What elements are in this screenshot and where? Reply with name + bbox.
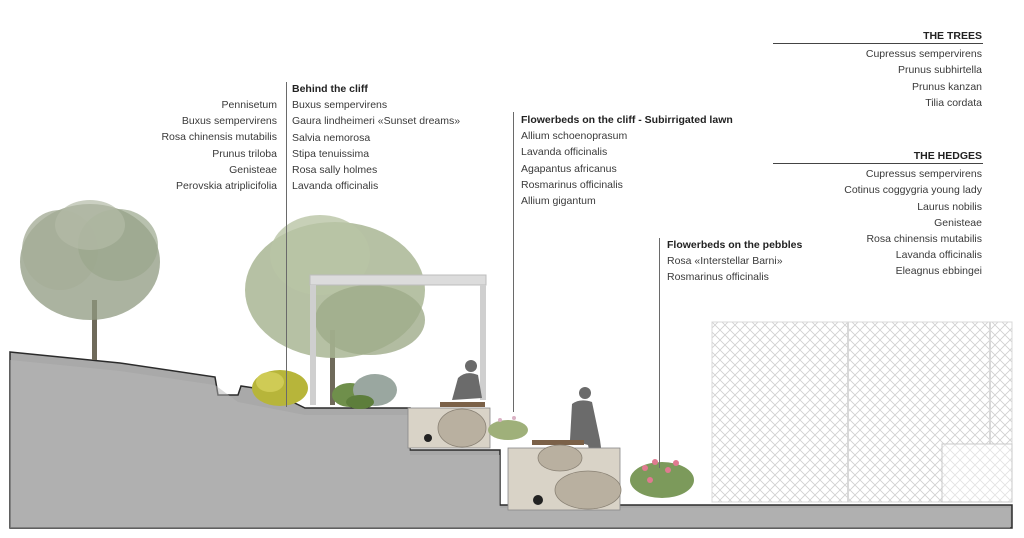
pergola [309,274,487,405]
list-item: Buxus sempervirens [292,99,388,112]
list-item: Tilia cordata [925,96,982,109]
list-item: Allium gigantum [521,195,596,208]
list-item: Rosa chinensis mutabilis [161,131,277,144]
list-item: Genisteae [229,163,277,176]
trees-rule [773,43,983,44]
hedges-group: THE HEDGES Cupressus sempervirens Cotinu… [844,148,982,280]
list-item: Genisteae [934,216,982,229]
list-item: Allium schoenoprasum [521,130,628,143]
rose-bush [630,459,694,498]
list-item: Laurus nobilis [917,200,982,213]
list-item: Eleagnus ebbingei [895,265,982,278]
leader-line-flowerbeds-cliff [513,112,514,412]
seated-person-1 [440,360,485,407]
list-item: Pennisetum [221,99,277,111]
green-tree [245,215,425,405]
yellow-shrub [252,370,308,406]
list-item: Salvia nemorosa [292,131,371,144]
leader-line-pebbles [659,238,660,468]
list-item: Prunus subhirtella [897,64,982,77]
trees-group: THE TREES Cupressus sempervirens Prunus … [866,28,982,111]
list-item: Agapantus africanus [521,162,617,175]
list-item: Lavanda officinalis [521,146,608,159]
flowerbeds-cliff-title: Flowerbeds on the cliff - Subirrigated l… [521,114,733,126]
list-item: Rosmarinus officinalis [667,271,769,284]
list-item: Perovskia atriplicifolia [176,180,277,193]
fence-wall [711,321,1013,503]
list-item: Cotinus coggygria young lady [844,184,982,197]
list-item: Buxus sempervirens [181,115,277,128]
list-item: Cupressus sempervirens [865,48,982,61]
behind-cliff-title: Behind the cliff [292,83,368,95]
list-item: Rosmarinus officinalis [521,178,623,191]
list-item: Prunus kanzan [911,80,982,93]
hedges-title: THE HEDGES [913,150,982,162]
flowerbeds-pebbles-title: Flowerbeds on the pebbles [667,239,803,251]
shrubs [332,374,397,409]
list-item: Gaura lindheimeri «Sunset dreams» [292,115,461,128]
left-plant-list: Pennisetum Buxus sempervirens Rosa chine… [161,97,277,194]
list-item: Rosa «Interstellar Barni» [667,255,783,268]
stone-block-1 [407,407,491,449]
stone-block-2 [507,444,622,511]
list-item: Prunus triloba [212,147,277,160]
list-item: Rosa chinensis mutabilis [866,233,982,246]
flowers-small [488,416,528,440]
list-item: Cupressus sempervirens [865,168,982,181]
olive-tree [20,200,160,360]
list-item: Lavanda officinalis [895,249,982,262]
list-item: Lavanda officinalis [292,180,379,193]
flowerbeds-cliff-group: Flowerbeds on the cliff - Subirrigated l… [521,112,733,209]
hedges-rule [773,163,983,164]
leader-line-behind-cliff [286,82,287,407]
behind-cliff-group: Behind the cliff Buxus sempervirens Gaur… [292,81,460,194]
trees-title: THE TREES [923,30,982,42]
list-item: Rosa sally holmes [292,164,378,177]
list-item: Stipa tenuissima [292,147,370,160]
flowerbeds-pebbles-group: Flowerbeds on the pebbles Rosa «Interste… [667,237,802,286]
